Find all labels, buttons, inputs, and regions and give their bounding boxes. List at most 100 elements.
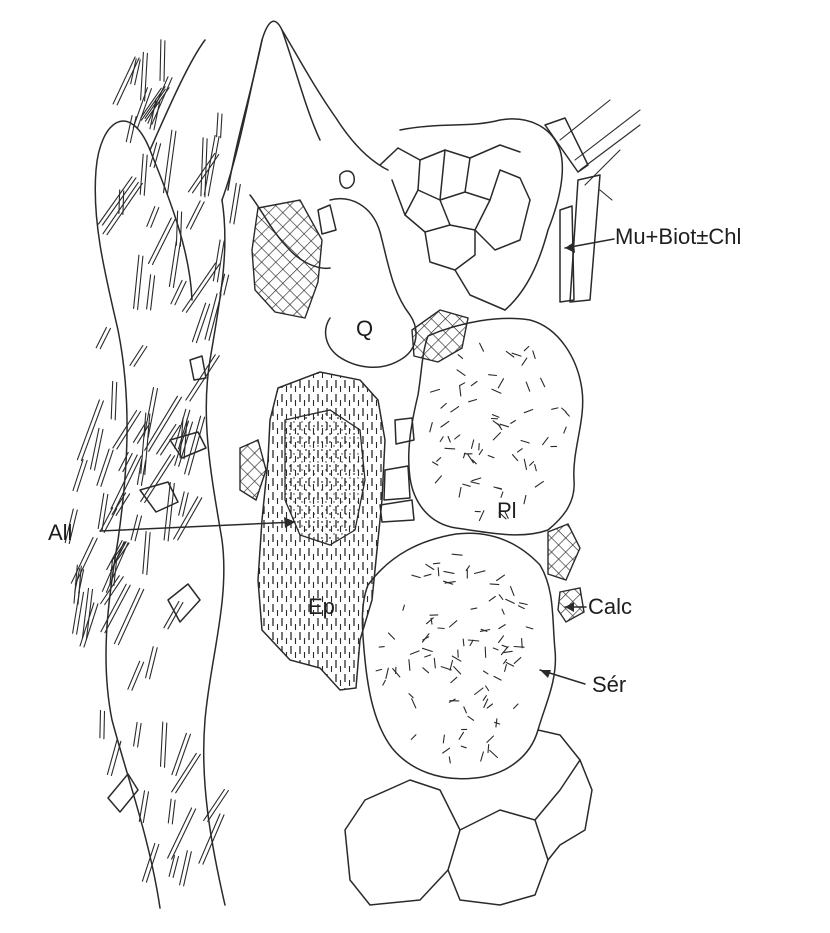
- plagioclase-dashes: [430, 343, 570, 520]
- sericite-dash: [494, 676, 501, 680]
- sericite-dash: [504, 651, 512, 652]
- plagioclase-dash: [458, 355, 463, 359]
- sericite-dash: [490, 584, 499, 585]
- plagioclase-dash: [433, 462, 438, 465]
- mica-lath: [172, 733, 187, 774]
- plagioclase-dash: [521, 441, 529, 444]
- plagioclase-dash: [493, 415, 499, 418]
- plagioclase-dash: [530, 462, 534, 466]
- mica-lath: [180, 851, 188, 885]
- sericite-dash: [409, 660, 410, 671]
- plagioclase-dash: [479, 450, 482, 455]
- bottom-polygonal-grains: [345, 730, 592, 905]
- mica-lath: [77, 400, 99, 460]
- plagioclase-dash: [440, 437, 443, 442]
- sericite-dash: [483, 696, 486, 701]
- sericite-dash: [520, 603, 528, 605]
- mica-lath: [147, 275, 151, 309]
- mica-lath: [145, 89, 165, 118]
- mica-lath: [77, 461, 87, 492]
- sericite-dash: [409, 694, 413, 698]
- sericite-dash: [411, 651, 420, 654]
- sericite-dash: [444, 571, 454, 573]
- sericite-dash: [486, 686, 489, 691]
- sericite-dash: [514, 658, 521, 664]
- plagioclase-dash: [471, 382, 477, 386]
- sericite-dash: [424, 574, 431, 576]
- sericite-dash: [452, 656, 461, 661]
- mica-lath: [145, 456, 175, 503]
- sericite-dash: [493, 648, 498, 650]
- plagioclase-dash: [493, 421, 500, 426]
- plagioclase-dash: [552, 408, 558, 409]
- plagioclase-dash: [489, 375, 497, 376]
- sericite-dash: [454, 667, 461, 674]
- sericite-dash: [502, 609, 504, 614]
- plagioclase-dash: [472, 478, 481, 481]
- sericite-dash: [463, 639, 464, 646]
- sericite-dash: [459, 732, 463, 739]
- mica-lath: [165, 723, 167, 767]
- sericite-dash: [423, 634, 430, 642]
- mica-lath: [104, 711, 105, 738]
- mica-cluster-top-right: [545, 100, 640, 302]
- sericite-dash: [506, 663, 513, 667]
- plagioclase-dash: [522, 358, 527, 365]
- plagioclase-dash: [535, 465, 537, 471]
- plagioclase-dash: [511, 421, 516, 424]
- mica-lath: [153, 219, 176, 265]
- sericite-dash: [464, 707, 467, 713]
- sericite-dash: [526, 627, 533, 629]
- sericite-dash: [489, 597, 495, 601]
- plagioclase-dash: [498, 379, 503, 388]
- sericite-dash: [468, 716, 474, 720]
- sericite-dash: [499, 625, 505, 629]
- plagioclase-dash: [518, 449, 523, 452]
- mica-lath: [151, 208, 159, 228]
- mica-lath: [107, 740, 117, 774]
- mica-lath: [168, 603, 183, 629]
- plagioclase-dash: [448, 437, 450, 443]
- sericite-dash: [412, 575, 420, 577]
- sericite-dash: [451, 677, 457, 682]
- sericite-dash: [433, 563, 439, 564]
- mica-lath: [217, 113, 218, 137]
- sericite-dash: [511, 587, 515, 596]
- mica-lath: [203, 815, 224, 864]
- plagioclase-dash: [437, 458, 441, 462]
- plagioclase-dash: [480, 343, 484, 351]
- sericite-dash: [383, 680, 386, 685]
- plagioclase-dash: [506, 351, 514, 357]
- label-calc: Calc: [588, 594, 632, 619]
- plagioclase-dash: [562, 408, 567, 412]
- plagioclase-dash: [524, 346, 529, 350]
- plagioclase-dash: [543, 437, 549, 444]
- mica-lath: [141, 52, 144, 100]
- plagioclase-dash: [455, 435, 460, 439]
- plagioclase-dash: [488, 456, 494, 458]
- plagioclase-dash: [441, 403, 446, 408]
- sericite-dash: [466, 566, 469, 571]
- quartz-aggregate: [380, 119, 562, 310]
- mica-lath: [176, 734, 191, 775]
- plagioclase-dash: [451, 407, 459, 412]
- mica-lath: [91, 428, 100, 469]
- sericite-dash: [488, 745, 489, 753]
- plagioclase-dash: [564, 427, 566, 433]
- sericite-dash: [425, 655, 431, 657]
- sericite-dash: [412, 699, 416, 708]
- mica-lath: [208, 791, 229, 822]
- mica-lath: [168, 131, 176, 194]
- mica-lath: [146, 647, 154, 678]
- mica-lath: [182, 263, 215, 311]
- mica-lath: [73, 460, 83, 491]
- mica-lath: [150, 648, 158, 679]
- mica-lath: [160, 40, 161, 81]
- mica-lath: [140, 154, 143, 194]
- plagioclase-dash: [441, 421, 449, 427]
- mica-lath: [118, 589, 143, 644]
- mica-lath: [148, 389, 157, 438]
- mica-lath: [172, 753, 197, 791]
- mica-lath: [111, 741, 121, 775]
